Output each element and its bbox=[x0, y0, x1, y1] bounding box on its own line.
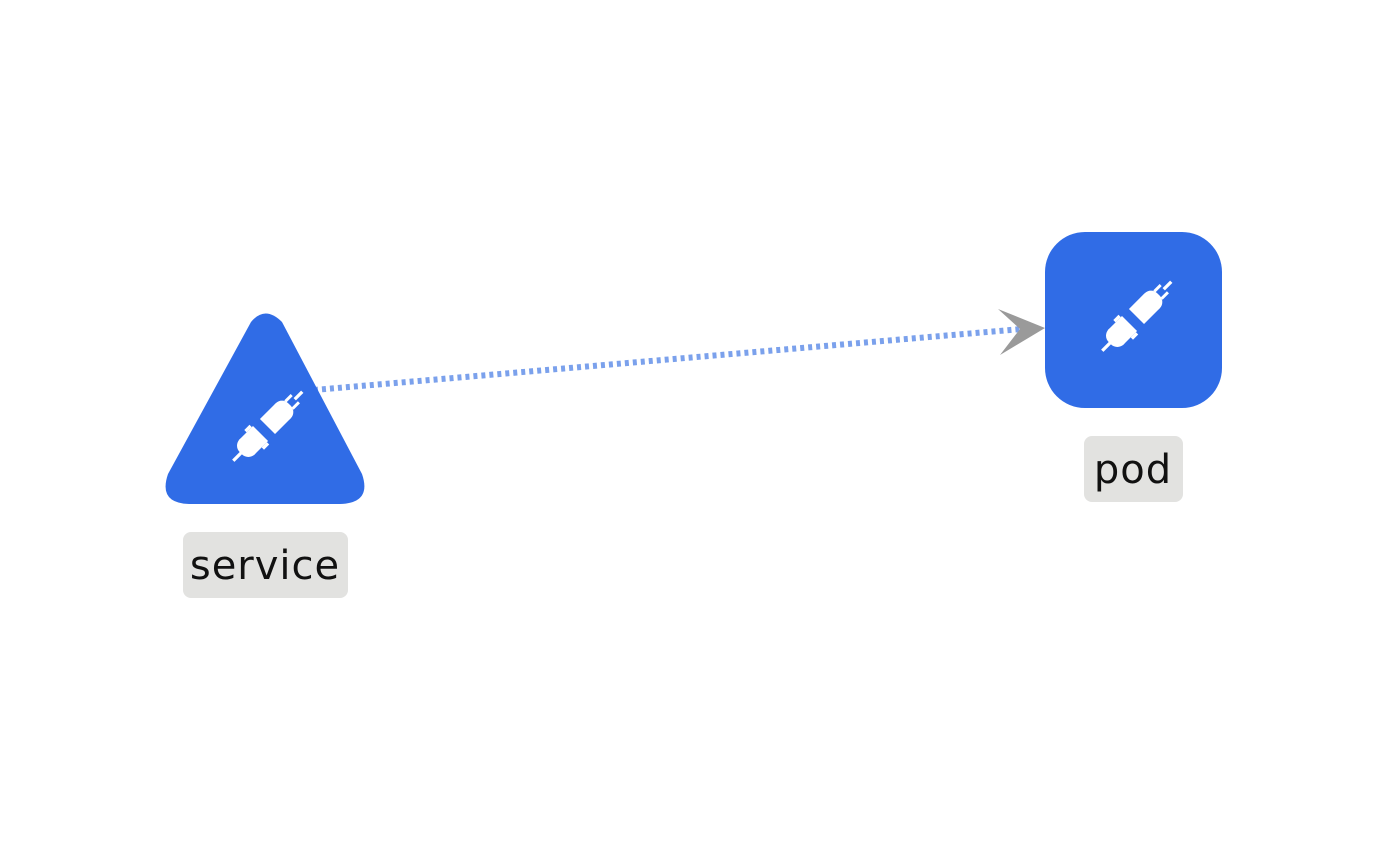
arrowhead-icon bbox=[998, 309, 1045, 355]
service-label: service bbox=[183, 532, 348, 598]
pod-label-text: pod bbox=[1094, 447, 1172, 493]
pod-label-background bbox=[1084, 436, 1183, 502]
pod-rounded-square-shape bbox=[1045, 232, 1222, 408]
node-pod[interactable]: pod bbox=[1045, 232, 1222, 502]
node-service[interactable]: service bbox=[165, 313, 365, 599]
edge-service-to-pod[interactable] bbox=[313, 309, 1045, 393]
pod-label: pod bbox=[1084, 436, 1183, 502]
edge-line bbox=[313, 326, 1023, 393]
service-label-text: service bbox=[190, 543, 340, 589]
service-triangle-shape bbox=[165, 313, 365, 504]
service-label-background bbox=[183, 532, 348, 598]
